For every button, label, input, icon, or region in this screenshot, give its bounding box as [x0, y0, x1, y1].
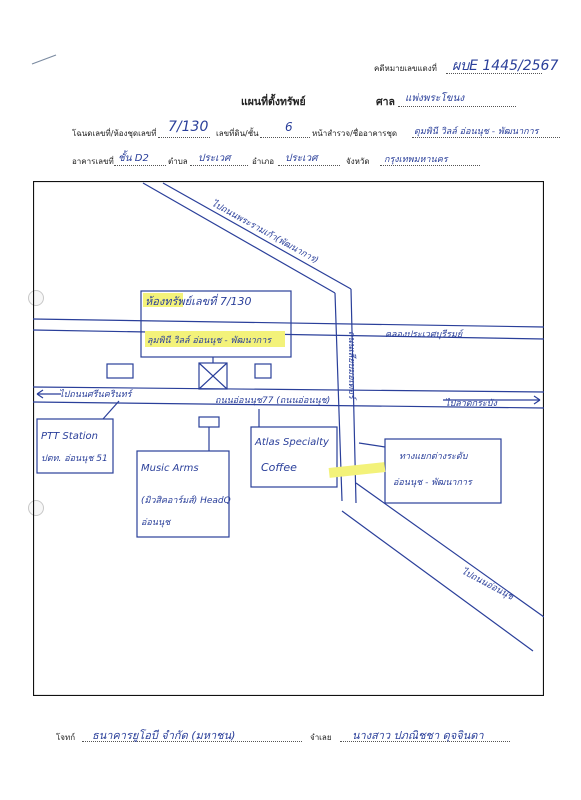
punch-hole-top: [28, 290, 44, 306]
atlas-box: [250, 426, 338, 488]
label-vertical-road: ถนนเลียบมอเตอร์: [346, 331, 357, 401]
canal-lines: [33, 318, 544, 340]
main-road: [33, 386, 544, 409]
unit-label: โฉนดเลขที่/ห้องชุดเลขที่: [72, 129, 157, 138]
court-label: ศาล: [376, 96, 395, 108]
label-music-2: (มิวสิคอาร์มส์) HeadQ: [141, 495, 231, 506]
unit-value: 7/130: [168, 119, 209, 135]
label-property-building: ลุมพินี วิลล์ อ่อนนุช - พัฒนาการ: [147, 335, 272, 346]
location-map: ไปถนนพระรามเก้า(พัฒนาการ) ห้องทรัพย์เลขท…: [33, 181, 544, 696]
label-atlas-2: Coffee: [261, 461, 297, 474]
pen-mark: [31, 54, 57, 65]
label-road-diag-bottom: ไปถนนอ่อนนุช: [460, 565, 518, 603]
district-label: อำเภอ: [252, 157, 275, 166]
case-value: ผบE 1445/2567: [452, 58, 559, 74]
punch-hole-bottom: [28, 500, 44, 516]
defendant-label: จำเลย: [310, 733, 332, 742]
plaintiff-value: ธนาคารยูโอบี จำกัด (มหาชน): [92, 729, 236, 742]
survey-value: ดุมพินี วิลล์ อ่อนนุช - พัฒนาการ: [414, 127, 539, 137]
label-canal: คลองประเวศบุรีรมย์: [385, 329, 464, 340]
label-music-3: อ่อนนุช: [141, 518, 172, 528]
label-music-1: Music Arms: [141, 463, 199, 474]
province-value: กรุงเทพมหานคร: [384, 155, 448, 165]
subdistrict-label: ตำบล: [168, 157, 188, 166]
province-label: จังหวัด: [346, 157, 370, 166]
case-label: คดีหมายเลขแดงที่: [374, 64, 437, 73]
music-box: [136, 450, 230, 538]
label-junction-1: ทางแยกต่างระดับ: [399, 451, 469, 462]
label-property: ห้องทรัพย์เลขที่ 7/130: [145, 293, 252, 308]
label-atlas-1: Atlas Specialty: [254, 437, 330, 448]
defendant-value: นางสาว ปภณิชชา ดุจจินดา: [352, 729, 484, 742]
court-value: แพ่งพระโขนง: [405, 93, 465, 104]
ptt-box: [36, 418, 114, 474]
label-road-main: ถนนอ่อนนุช77 (ถนนอ่อนนุช): [215, 396, 330, 406]
document-title: แผนที่ตั้งทรัพย์: [241, 96, 306, 108]
diagonal-road-bottom: [341, 482, 544, 652]
building-label: อาคารเลขที่: [72, 157, 114, 166]
subdistrict-value: ประเวศ: [198, 153, 231, 164]
survey-label: หน้าสำรวจ/ชื่ออาคารชุด: [312, 129, 398, 138]
label-ptt-1: PTT Station: [41, 431, 98, 442]
floor-label: เลขที่ดิน/ชั้น: [216, 129, 259, 138]
arrow-right: [443, 395, 541, 405]
map-frame: [33, 181, 544, 696]
district-value: ประเวศ: [285, 153, 318, 164]
label-junction-2: อ่อนนุช - พัฒนาการ: [393, 477, 473, 488]
plaintiff-label: โจทก์: [56, 733, 76, 742]
label-ptt-2: ปตท. อ่อนนุช 51: [41, 454, 108, 464]
floor-value: 6: [285, 120, 293, 134]
diagonal-road-top: [142, 182, 352, 294]
property-box: [140, 290, 292, 358]
label-road-left: ไปถนนศรีนครินทร์: [59, 388, 133, 400]
label-road-right: ไปลาดกระบัง: [445, 397, 497, 409]
junction-box: [384, 438, 502, 504]
building-value: ชั้น D2: [118, 153, 149, 164]
arrow-left: [36, 389, 61, 399]
label-road-diag-top: ไปถนนพระรามเก้า(พัฒนาการ): [210, 197, 321, 266]
